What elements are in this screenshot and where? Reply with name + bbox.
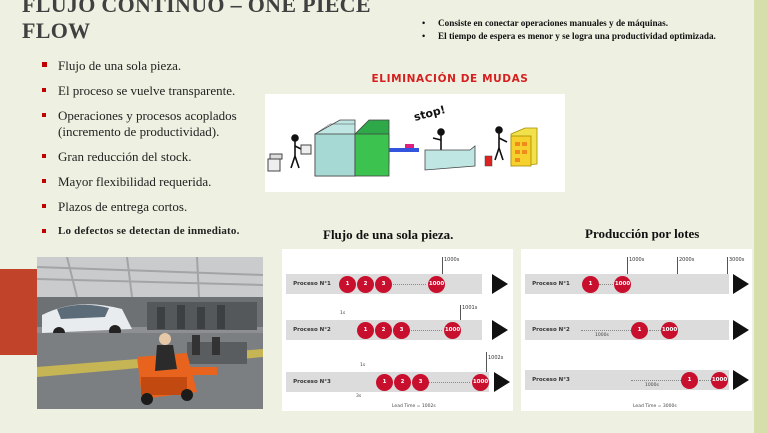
benefit-item: Operaciones y procesos acoplados (increm… <box>40 108 270 139</box>
piece: 2 <box>375 321 392 339</box>
piece: 1000 <box>661 321 678 339</box>
flow-arrow <box>492 274 508 294</box>
lead-time-label: Lead Time = 1002s <box>392 404 436 409</box>
flow-arrow <box>494 372 510 392</box>
process-label: Proceso N°2 <box>293 327 331 333</box>
time-label: 1000s <box>629 257 645 263</box>
piece: 1 <box>376 373 393 391</box>
wait-line <box>390 284 426 285</box>
benefit-item: Gran reducción del stock. <box>40 149 270 165</box>
process-row: Proceso N°1 1 1000 <box>525 274 729 294</box>
top-note: Consiste en conectar operaciones manuale… <box>420 17 768 30</box>
wait-line <box>631 380 681 381</box>
wait-line <box>649 330 661 331</box>
time-label: 3000s <box>729 257 745 263</box>
process-row: Proceso N°3 1 1000 <box>525 370 729 390</box>
piece: 1000 <box>428 275 445 293</box>
piece: 3 <box>412 373 429 391</box>
accent-bar <box>0 269 40 355</box>
time-marker <box>727 257 728 274</box>
process-row: Proceso N°1 1 2 3 1000 <box>286 274 482 294</box>
time-marker <box>677 257 678 274</box>
piece: 1 <box>339 275 356 293</box>
stack-boxes <box>267 153 283 172</box>
flow-arrow <box>733 274 749 294</box>
piece: 1000 <box>472 373 489 391</box>
slide-title: FLUJO CONTINUO – ONE PIECE FLOW <box>22 0 371 43</box>
piece: 1000 <box>444 321 461 339</box>
piece: 1 <box>582 275 599 293</box>
step-label: 1s <box>360 363 366 368</box>
piece: 3 <box>375 275 392 293</box>
process-label: Proceso N°3 <box>293 379 331 385</box>
piece: 1 <box>681 371 698 389</box>
piece: 2 <box>394 373 411 391</box>
one-piece-flow-diagram: 1000s Proceso N°1 1 2 3 1000 1001s 1s Pr… <box>282 249 513 411</box>
wait-line <box>581 330 631 331</box>
piece: 1000 <box>614 275 631 293</box>
time-label: 1001s <box>462 305 478 311</box>
time-marker <box>442 257 443 274</box>
span-label: 3s <box>356 394 362 399</box>
process-row: Proceso N°2 1 1000 <box>525 320 729 340</box>
process-row: Proceso N°3 1 2 3 1000 <box>286 372 489 392</box>
muda-title: ELIMINACIÓN DE MUDAS <box>371 73 529 85</box>
piece: 1000 <box>711 371 728 389</box>
benefits-list: Flujo de una sola pieza. El proceso se v… <box>40 58 270 249</box>
top-note: El tiempo de espera es menor y se logra … <box>420 30 768 43</box>
wait-line <box>699 380 711 381</box>
flow-arrow <box>733 320 749 340</box>
wait-line <box>599 284 615 285</box>
step-label: 1s <box>340 311 346 316</box>
flow-arrow <box>733 370 749 390</box>
factory-photo <box>37 257 263 409</box>
piece: 1 <box>357 321 374 339</box>
time-marker <box>627 257 628 274</box>
benefit-item: Plazos de entrega cortos. <box>40 199 270 215</box>
decorative-stripe <box>754 0 768 433</box>
benefit-item: Mayor flexibilidad requerida. <box>40 174 270 190</box>
batch-production-title: Producción por lotes <box>585 226 700 241</box>
piece: 1 <box>631 321 648 339</box>
piece: 2 <box>357 275 374 293</box>
batch-production-diagram: 1000s 2000s 3000s Proceso N°1 1 1000 Pro… <box>521 249 752 411</box>
benefit-item: Flujo de una sola pieza. <box>40 58 270 74</box>
span-label: 1000s <box>595 333 609 338</box>
time-marker <box>460 305 461 322</box>
time-label: 1000s <box>444 257 460 263</box>
one-piece-flow-title: Flujo de una sola pieza. <box>323 227 454 242</box>
process-label: Proceso N°2 <box>532 327 570 333</box>
benefit-item: Lo defectos se detectan de inmediato. <box>40 224 270 240</box>
process-row: Proceso N°2 1 2 3 1000 <box>286 320 482 340</box>
time-label: 1002s <box>488 355 504 361</box>
flow-arrow <box>492 320 508 340</box>
piece: 3 <box>393 321 410 339</box>
time-label: 2000s <box>679 257 695 263</box>
benefit-item: El proceso se vuelve transparente. <box>40 83 270 99</box>
process-label: Proceso N°1 <box>293 281 331 287</box>
process-label: Proceso N°3 <box>532 377 570 383</box>
top-notes: Consiste en conectar operaciones manuale… <box>420 17 768 43</box>
process-label: Proceso N°1 <box>532 281 570 287</box>
wait-line <box>406 330 442 331</box>
span-label: 1000s <box>645 383 659 388</box>
muda-illustration: stop! <box>265 94 565 192</box>
lead-time-label: Lead Time = 3000s <box>633 404 677 409</box>
wait-line <box>428 382 470 383</box>
time-marker <box>486 352 487 372</box>
